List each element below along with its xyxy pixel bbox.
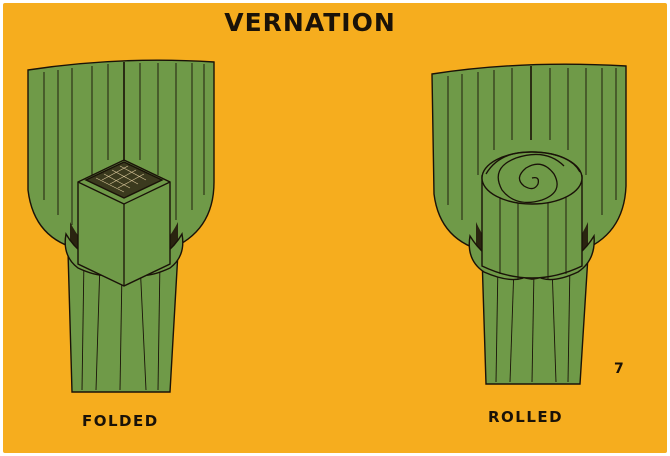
slide-number: 7: [614, 361, 624, 377]
folded-label: FOLDED: [82, 412, 159, 430]
rolled-label: ROLLED: [488, 408, 563, 426]
page-title: VERNATION: [0, 8, 620, 37]
